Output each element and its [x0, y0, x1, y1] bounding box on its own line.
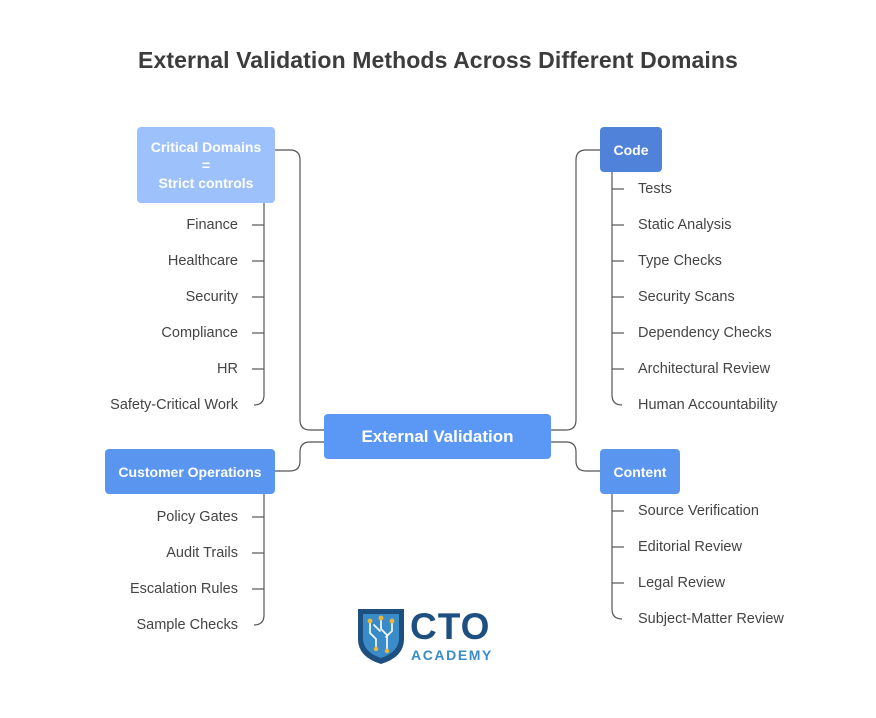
content-spine — [611, 494, 623, 620]
logo-brand-text: CTO — [410, 606, 491, 647]
leaf-security-scans: Security Scans — [638, 289, 735, 305]
leaf-safety-critical-work: Safety-Critical Work — [110, 397, 238, 413]
customer-spine — [253, 494, 265, 626]
leaf-tests: Tests — [638, 181, 672, 197]
leaf-legal-review: Legal Review — [638, 575, 726, 591]
leaf-human-accountability: Human Accountability — [638, 397, 778, 413]
connector-customer — [275, 441, 324, 472]
leaf-editorial-review: Editorial Review — [638, 539, 742, 555]
leaf-architectural-review: Architectural Review — [638, 361, 771, 377]
critical-spine — [253, 203, 265, 406]
leaf-type-checks: Type Checks — [638, 253, 722, 269]
branch-node-critical-domains: Critical Domains = Strict controls — [137, 127, 275, 203]
connector-code — [551, 149, 600, 431]
leaf-policy-gates: Policy Gates — [156, 509, 238, 525]
center-node-external-validation: External Validation — [324, 414, 551, 459]
leaf-audit-trails: Audit Trails — [166, 545, 238, 561]
code-label: Code — [613, 141, 649, 158]
leaf-subject-matter-review: Subject-Matter Review — [638, 611, 784, 627]
connector-content — [551, 441, 600, 472]
leaf-source-verification: Source Verification — [638, 503, 759, 519]
circuit-shield-icon — [358, 609, 404, 664]
leaf-static-analysis: Static Analysis — [638, 217, 732, 233]
branch-node-content: Content — [600, 449, 680, 494]
branch-node-code: Code — [600, 127, 662, 172]
page-title: External Validation Methods Across Diffe… — [138, 47, 738, 73]
leaf-security: Security — [185, 289, 238, 305]
critical-label-line1: Critical Domains — [150, 139, 262, 155]
customer-label: Customer Operations — [118, 463, 262, 480]
branch-node-customer-operations: Customer Operations — [105, 449, 275, 494]
leaf-dependency-checks: Dependency Checks — [638, 325, 772, 341]
connector-critical — [275, 149, 324, 431]
logo-sub-text: ACADEMY — [411, 647, 493, 663]
leaf-escalation-rules: Escalation Rules — [130, 581, 238, 597]
leaf-healthcare: Healthcare — [167, 253, 238, 269]
leaf-finance: Finance — [186, 217, 238, 233]
leaf-compliance: Compliance — [161, 325, 238, 341]
content-label: Content — [613, 463, 667, 480]
center-node-label: External Validation — [361, 426, 514, 446]
critical-label-line3: Strict controls — [158, 175, 254, 191]
leaf-hr: HR — [217, 361, 238, 377]
cto-academy-logo: CTO ACADEMY — [356, 605, 516, 667]
critical-label-line2: = — [201, 157, 211, 173]
code-spine — [611, 172, 623, 406]
leaf-sample-checks: Sample Checks — [136, 617, 238, 633]
